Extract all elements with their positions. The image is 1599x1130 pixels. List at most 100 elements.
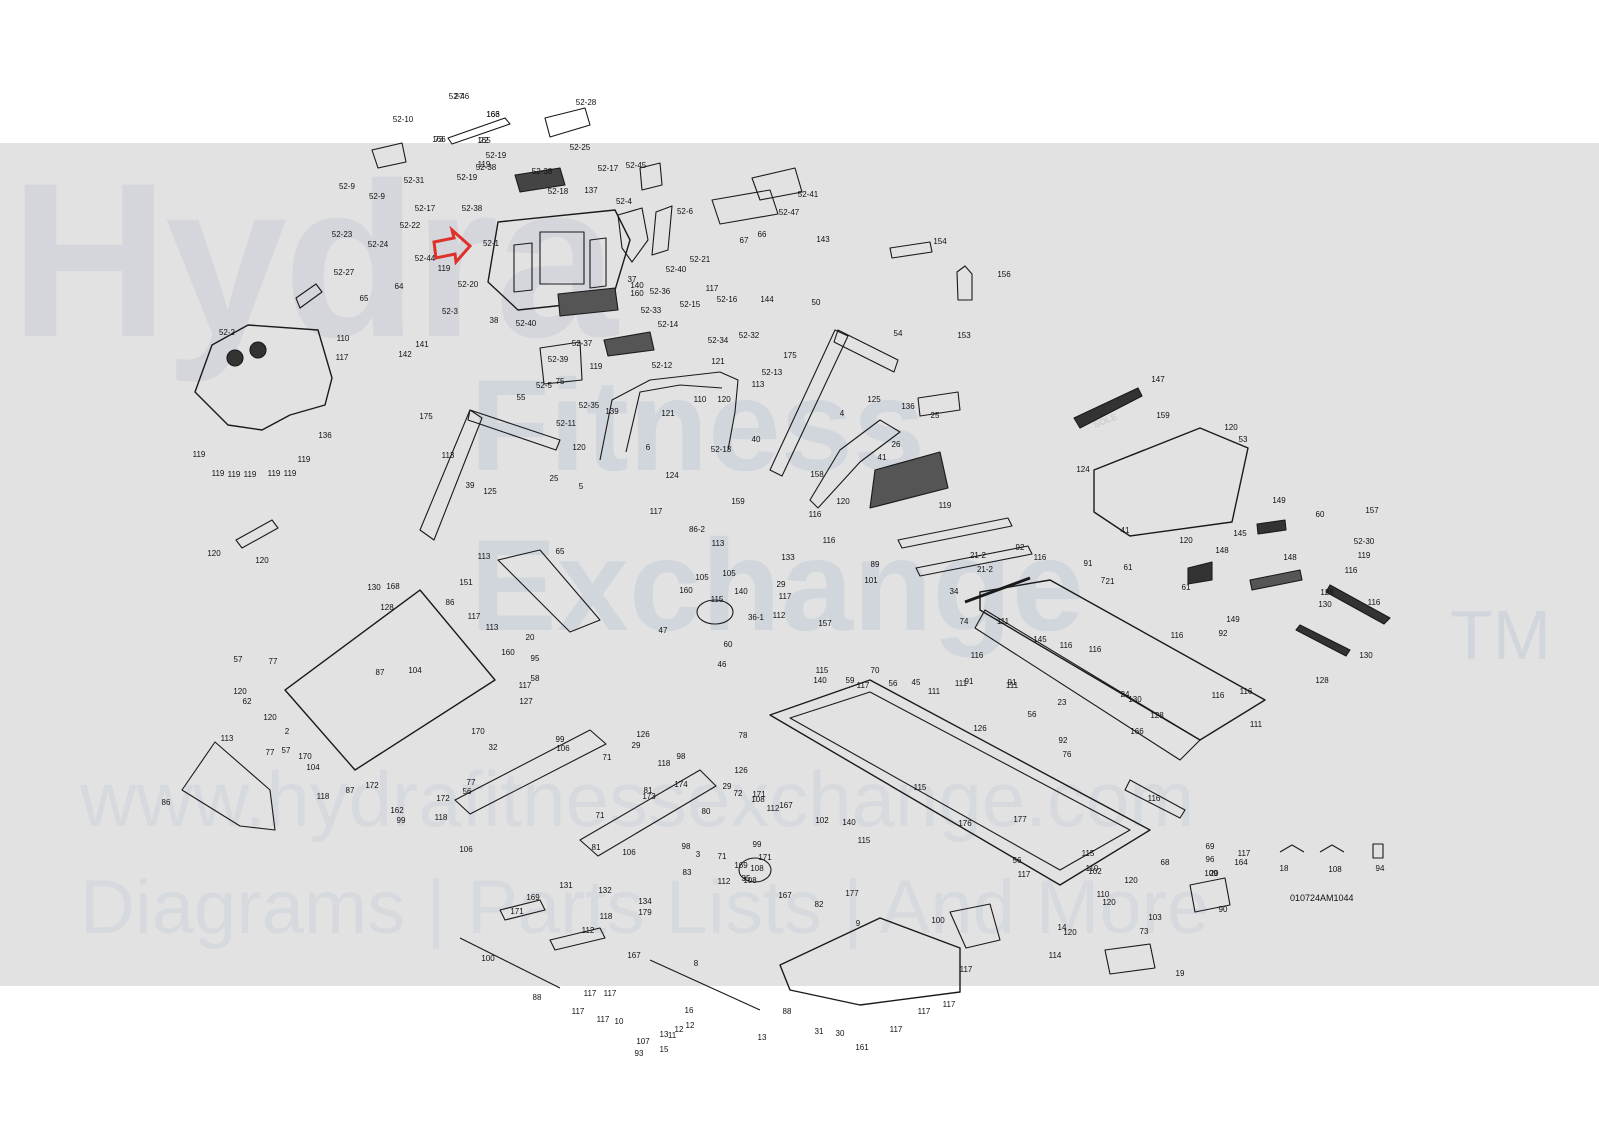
- callout-label: 12: [675, 1025, 684, 1034]
- callout-label: 105: [722, 569, 736, 578]
- callout-label: 66: [758, 230, 767, 239]
- callout-label: 126: [636, 730, 650, 739]
- callout-label: 177: [1013, 815, 1027, 824]
- part-8: [499, 899, 546, 921]
- callout-label: 145: [1233, 529, 1247, 538]
- callout-label: 107: [636, 1037, 650, 1046]
- part-motor-cover-53: [1093, 427, 1249, 537]
- callout-label: 4: [840, 409, 845, 418]
- callout-label: 157: [818, 619, 832, 628]
- callout-label: 56: [1013, 856, 1022, 865]
- callout-label: 80: [702, 807, 711, 816]
- part-60b: [1187, 561, 1213, 585]
- part-52-4: [617, 207, 649, 263]
- callout-label: 45: [912, 678, 921, 687]
- callout-label: 116: [1345, 566, 1358, 575]
- callout-label: 65: [360, 294, 369, 303]
- callout-label: 52-32: [739, 331, 760, 340]
- callout-label: 21-2: [977, 565, 994, 574]
- callout-label: 117: [572, 1007, 585, 1016]
- callout-label: 134: [638, 897, 652, 906]
- callout-label: 99: [753, 840, 762, 849]
- callout-label: 127: [519, 697, 533, 706]
- callout-label: 106: [622, 848, 636, 857]
- callout-label: 103: [1148, 913, 1162, 922]
- part-69: [1189, 877, 1231, 913]
- part-31: [649, 959, 761, 1011]
- callout-label: 116: [1212, 691, 1225, 700]
- callout-label: 52-19: [457, 173, 478, 182]
- callout-label: 142: [398, 350, 412, 359]
- callout-label: 29: [632, 741, 641, 750]
- callout-label: 91: [965, 677, 974, 686]
- callout-label: 11: [668, 1031, 677, 1040]
- callout-label: 111: [997, 617, 1010, 626]
- callout-label: 52-40: [516, 319, 537, 328]
- callout-label: 119: [478, 160, 491, 169]
- callout-label: 171: [510, 907, 524, 916]
- callout-label: 92: [1016, 543, 1025, 552]
- callout-label: 77: [467, 778, 476, 787]
- callout-label: 176: [958, 819, 972, 828]
- callout-label: 133: [781, 553, 795, 562]
- callout-label: 73: [1140, 927, 1149, 936]
- callout-label: 98: [677, 752, 686, 761]
- callout-label: 113: [752, 380, 765, 389]
- callout-label: 86: [446, 598, 455, 607]
- callout-label: 52-13: [711, 445, 732, 454]
- callout-label: 117: [918, 1007, 931, 1016]
- callout-label: 86-2: [689, 525, 706, 534]
- callout-label: 117: [779, 592, 792, 601]
- callout-label: 52-3: [442, 307, 459, 316]
- part-52-27: [295, 283, 323, 309]
- callout-label: 110: [1097, 890, 1110, 899]
- callout-label: 52-19: [486, 151, 507, 160]
- callout-label: 52-18: [548, 187, 569, 196]
- callout-label: 111: [1250, 720, 1263, 729]
- callout-label: 57: [282, 746, 291, 755]
- part-68: [1104, 943, 1156, 975]
- callout-label: 8: [694, 959, 699, 968]
- callout-label: 131: [559, 881, 573, 890]
- callout-label: 179: [638, 908, 652, 917]
- callout-label: 38: [490, 316, 499, 325]
- part-deck-111: [979, 579, 1266, 741]
- callout-label: 52-41: [798, 190, 819, 199]
- callout-label: 113: [442, 451, 455, 460]
- callout-label: 52-44: [415, 254, 436, 263]
- callout-label: 167: [778, 891, 792, 900]
- callout-label: 69: [1206, 842, 1215, 851]
- callout-label: 117: [943, 1000, 956, 1009]
- callout-label: 22: [480, 136, 489, 145]
- part-console-display: [539, 231, 585, 285]
- callout-label: 173: [642, 792, 656, 801]
- part-belt-24: [974, 609, 1201, 761]
- callout-label: 111: [955, 679, 968, 688]
- callout-label: 120: [1063, 928, 1077, 937]
- callout-label: 102: [815, 816, 829, 825]
- callout-label: 86: [162, 798, 171, 807]
- callout-label: 165: [477, 136, 491, 145]
- part-52-45: [639, 162, 663, 191]
- callout-label: 52-24: [368, 240, 389, 249]
- callout-label: 139: [605, 407, 619, 416]
- callout-label: 114: [1049, 951, 1062, 960]
- callout-label: 56: [463, 787, 472, 796]
- callout-label: 20: [1210, 869, 1219, 878]
- callout-label: 171: [758, 853, 772, 862]
- callout-label: 20: [526, 633, 535, 642]
- callout-label: 65: [556, 547, 565, 556]
- callout-label: 41: [878, 453, 887, 462]
- callout-label: 70: [871, 666, 880, 675]
- callout-label: 92: [1219, 629, 1228, 638]
- callout-label: 52-17: [598, 164, 619, 173]
- callout-label: 32: [489, 743, 498, 752]
- callout-label: 58: [531, 674, 540, 683]
- callout-label: 15: [660, 1045, 669, 1054]
- callout-label: 56: [1028, 710, 1037, 719]
- callout-label: 50: [812, 298, 821, 307]
- part-52-46: [447, 117, 511, 145]
- callout-label: 52-28: [576, 98, 597, 107]
- callout-label: 120: [717, 395, 731, 404]
